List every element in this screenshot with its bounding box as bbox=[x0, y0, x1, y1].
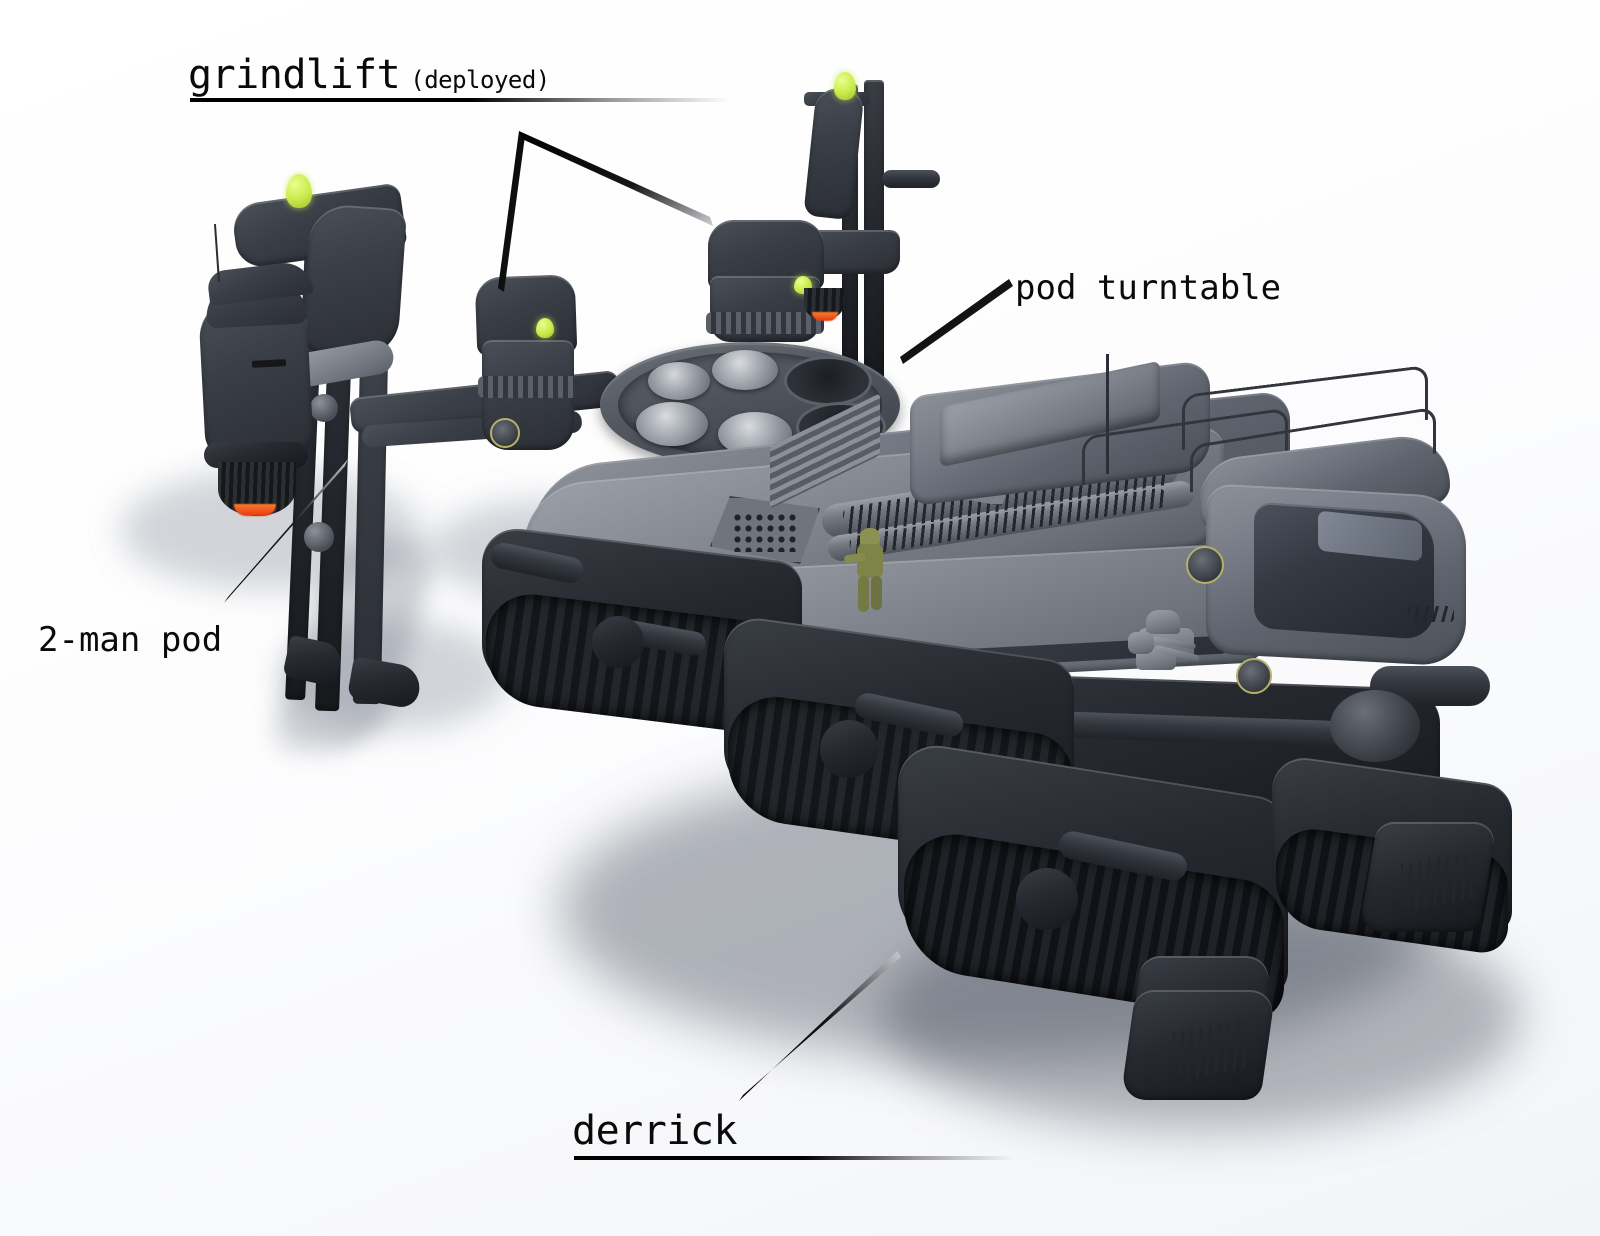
turntable-bay-pod-3 bbox=[636, 402, 708, 446]
track-bogie-rear-right bbox=[1272, 753, 1532, 1000]
hull-vent-dots-left bbox=[732, 512, 796, 552]
annotation-derrick-underline bbox=[574, 1156, 1014, 1160]
track-bogie-front-right bbox=[724, 613, 1084, 898]
annotation-grindlift-label: grindlift bbox=[188, 52, 401, 98]
annotation-two-man-pod-label: 2-man pod bbox=[38, 620, 223, 660]
annotation-grindlift-underline bbox=[190, 98, 730, 102]
operator-cab bbox=[1186, 406, 1520, 720]
crew-helmet bbox=[860, 528, 880, 546]
annotation-grindlift-qualifier: (deployed) bbox=[410, 66, 550, 94]
cab-side-vent bbox=[1408, 606, 1454, 622]
turntable-bay-pod-2 bbox=[712, 350, 778, 390]
derrick-pod-ember bbox=[812, 312, 838, 321]
annotation-derrick-label: derrick bbox=[572, 1108, 738, 1154]
grindlift-right-assembly bbox=[700, 70, 960, 400]
annotation-pod-turntable: pod turntable bbox=[1015, 268, 1281, 308]
crew-leg-right bbox=[871, 576, 882, 610]
annotation-grindlift: grindlift (deployed) bbox=[188, 52, 550, 98]
bogie-fr-idler bbox=[820, 720, 878, 778]
annotation-two-man-pod: 2-man pod bbox=[38, 620, 222, 660]
track-bogie-front-left bbox=[482, 524, 812, 760]
derrick-side-cylinder bbox=[882, 170, 940, 188]
hull-antenna-mast bbox=[1106, 354, 1109, 474]
bogie-rl-hub bbox=[1016, 868, 1078, 930]
turret-head bbox=[1128, 632, 1154, 654]
crew-figure bbox=[843, 528, 890, 614]
track-bogie-rear-left bbox=[898, 739, 1298, 1068]
derrick-beacon-top bbox=[834, 72, 856, 100]
two-man-pod-ember-glow bbox=[234, 504, 276, 516]
grindlift-beacon-right-pod bbox=[536, 318, 554, 338]
grindlift-right-pod-lamp bbox=[490, 418, 520, 448]
grindlift-beacon-left bbox=[286, 174, 312, 208]
deck-winch-drum bbox=[1146, 610, 1180, 634]
crew-leg-left bbox=[858, 576, 869, 612]
annotation-derrick: derrick bbox=[572, 1108, 738, 1154]
rear-engine-bulge bbox=[1330, 690, 1420, 762]
derrick-pod-ring bbox=[706, 312, 824, 334]
bogie-fl-idler bbox=[592, 616, 644, 668]
grindlift-pivot-bolt bbox=[310, 394, 338, 422]
cab-lamp-upper bbox=[1186, 546, 1224, 584]
grindlift-pivot-bolt-2 bbox=[304, 522, 334, 552]
pod-turntable-carousel bbox=[600, 336, 900, 472]
annotation-pod-turntable-label: pod turntable bbox=[1015, 268, 1282, 308]
turntable-bay-pod-1 bbox=[648, 362, 710, 400]
grindlift-head-cowl bbox=[300, 202, 408, 360]
deck-mini-turret bbox=[1122, 622, 1202, 682]
grindlift-right-pod-ring bbox=[478, 376, 578, 398]
cab-lamp-lower bbox=[1236, 658, 1272, 694]
